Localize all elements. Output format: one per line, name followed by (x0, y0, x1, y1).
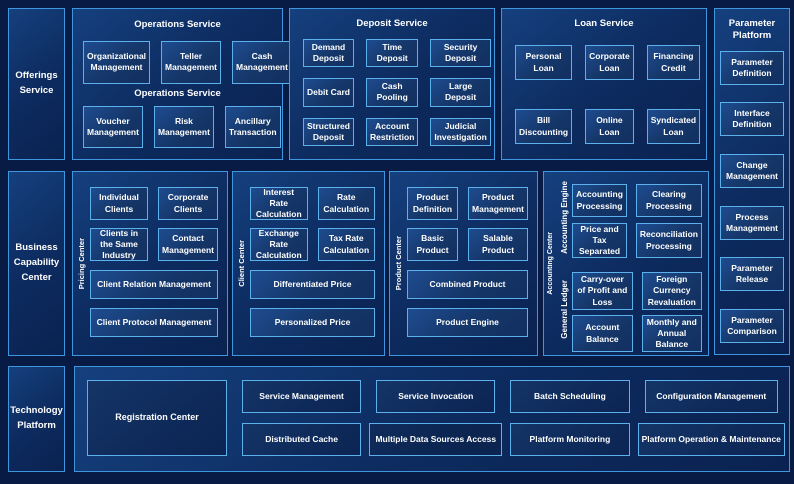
business-capability-center-label: Business Capability Center (13, 242, 60, 283)
box-process-management: Process Management (720, 205, 784, 240)
panel-business-capability-center: Business Capability Center (8, 171, 65, 356)
box-teller-management: Teller Management (161, 41, 221, 84)
box-demand-deposit: Demand Deposit (303, 39, 354, 68)
box-judicial-investigation: Judicial Investigation (430, 117, 491, 146)
box-product-management: Product Management (468, 187, 528, 220)
box-differentiated-price: Differentiated Price (250, 270, 375, 299)
operations-service-title: Operations Service (134, 18, 221, 30)
box-clients-same-industry: Clients in the Same Industry (90, 228, 149, 261)
box-large-deposit: Large Deposit (430, 78, 491, 107)
box-corporate-loan: Corporate Loan (585, 45, 634, 80)
box-cash-pooling: Cash Pooling (365, 78, 419, 107)
box-individual-clients: Individual Clients (90, 187, 149, 220)
box-platform-monitoring: Platform Monitoring (510, 423, 630, 456)
box-product-definition: Product Definition (407, 187, 459, 220)
box-parameter-release: Parameter Release (720, 257, 784, 292)
technology-platform-label: Technology Platform (10, 405, 63, 431)
box-tax-rate-calculation: Tax Rate Calculation (317, 228, 375, 261)
pricing-center-label: Pricing Center (77, 237, 86, 290)
box-foreign-currency-revaluation: Foreign Currency Revaluation (641, 272, 702, 310)
box-monthly-annual-balance: Monthly and Annual Balance (641, 315, 702, 352)
box-multiple-data-sources-access: Multiple Data Sources Access (369, 423, 503, 456)
box-configuration-management: Configuration Management (644, 380, 778, 413)
panel-loan-service: Loan Service Personal Loan Corporate Loa… (501, 8, 707, 160)
box-carry-over-profit-loss: Carry-over of Profit and Loss (572, 272, 633, 310)
box-ancillary-transaction: Ancillary Transaction (224, 105, 281, 148)
client-center-label: Client Center (237, 240, 246, 287)
box-debit-card: Debit Card (303, 78, 354, 107)
product-center-label: Product Center (394, 236, 403, 291)
box-account-balance: Account Balance (572, 315, 633, 352)
box-batch-scheduling: Batch Scheduling (510, 380, 630, 413)
box-contact-management: Contact Management (158, 228, 218, 261)
box-price-tax-separated: Price and Tax Separated (572, 223, 627, 258)
box-personal-loan: Personal Loan (515, 45, 573, 80)
box-cash-management: Cash Management (232, 41, 292, 84)
panel-technology-platform-label: Technology Platform (8, 366, 65, 472)
box-personalized-price: Personalized Price (250, 308, 375, 337)
box-client-relation-management: Client Relation Management (90, 270, 218, 299)
box-clearing-processing: Clearing Processing (635, 184, 702, 217)
box-distributed-cache: Distributed Cache (242, 423, 362, 456)
deposit-service-title: Deposit Service (356, 17, 428, 29)
box-product-engine: Product Engine (407, 308, 528, 337)
panel-offerings-service: Offerings Service (8, 8, 65, 160)
box-financing-credit: Financing Credit (646, 45, 701, 80)
accounting-engine-label: Accounting Engine (559, 181, 569, 255)
general-ledger-label: General Ledger (559, 279, 569, 339)
technology-column-4: Configuration Management Platform Operat… (637, 380, 785, 456)
panel-product-center: Product Center Product Definition Produc… (389, 171, 538, 356)
box-structured-deposit: Structured Deposit (303, 117, 354, 146)
box-client-protocol-management: Client Protocol Management (90, 308, 218, 337)
panel-accounting-center: Accounting Center Accounting Engine Gene… (543, 171, 709, 356)
accounting-center-label: Accounting Center (546, 232, 554, 295)
box-time-deposit: Time Deposit (365, 39, 419, 68)
box-service-management: Service Management (242, 380, 362, 413)
technology-column-1: Service Management Distributed Cache (242, 380, 362, 456)
operations-service-subtitle: Operations Service (134, 88, 221, 100)
box-syndicated-loan: Syndicated Loan (646, 109, 701, 144)
panel-pricing-center: Pricing Center Individual Clients Corpor… (72, 171, 228, 356)
box-salable-product: Salable Product (468, 228, 528, 261)
box-basic-product: Basic Product (407, 228, 459, 261)
box-reconciliation-processing: Reconciliation Processing (635, 223, 702, 258)
loan-service-title: Loan Service (574, 17, 634, 29)
panel-technology-platform: Registration Center Service Management D… (74, 366, 790, 472)
box-voucher-management: Voucher Management (83, 105, 143, 148)
box-risk-management: Risk Management (153, 105, 214, 148)
box-bill-discounting: Bill Discounting (515, 109, 573, 144)
box-rate-calculation: Rate Calculation (317, 187, 375, 220)
box-registration-center: Registration Center (87, 380, 227, 456)
box-parameter-definition: Parameter Definition (720, 50, 784, 85)
box-change-management: Change Management (720, 154, 784, 188)
box-security-deposit: Security Deposit (430, 39, 491, 68)
offerings-service-label: Offerings Service (15, 70, 58, 96)
parameter-platform-title: Parameter Platform (728, 18, 776, 42)
technology-column-2: Service Invocation Multiple Data Sources… (369, 380, 503, 456)
technology-column-3: Batch Scheduling Platform Monitoring (510, 380, 630, 456)
box-accounting-processing: Accounting Processing (572, 184, 627, 217)
panel-client-center: Client Center Interest Rate Calculation … (232, 171, 385, 356)
box-combined-product: Combined Product (407, 270, 528, 299)
box-interest-rate-calculation: Interest Rate Calculation (250, 187, 308, 220)
box-exchange-rate-calculation: Exchange Rate Calculation (250, 228, 308, 261)
box-service-invocation: Service Invocation (376, 380, 496, 413)
box-platform-operation-maintenance: Platform Operation & Maintenance (637, 423, 785, 456)
box-online-loan: Online Loan (585, 109, 634, 144)
box-organizational-management: Organizational Management (83, 41, 151, 84)
box-corporate-clients: Corporate Clients (158, 187, 218, 220)
panel-operations-service: Operations Service Organizational Manage… (72, 8, 292, 160)
panel-parameter-platform: Parameter Platform Parameter Definition … (714, 8, 790, 355)
box-parameter-comparison: Parameter Comparison (720, 308, 784, 343)
panel-deposit-service: Deposit Service Demand Deposit Time Depo… (289, 8, 495, 160)
box-account-restriction: Account Restriction (365, 117, 419, 146)
box-interface-definition: Interface Definition (720, 102, 784, 137)
